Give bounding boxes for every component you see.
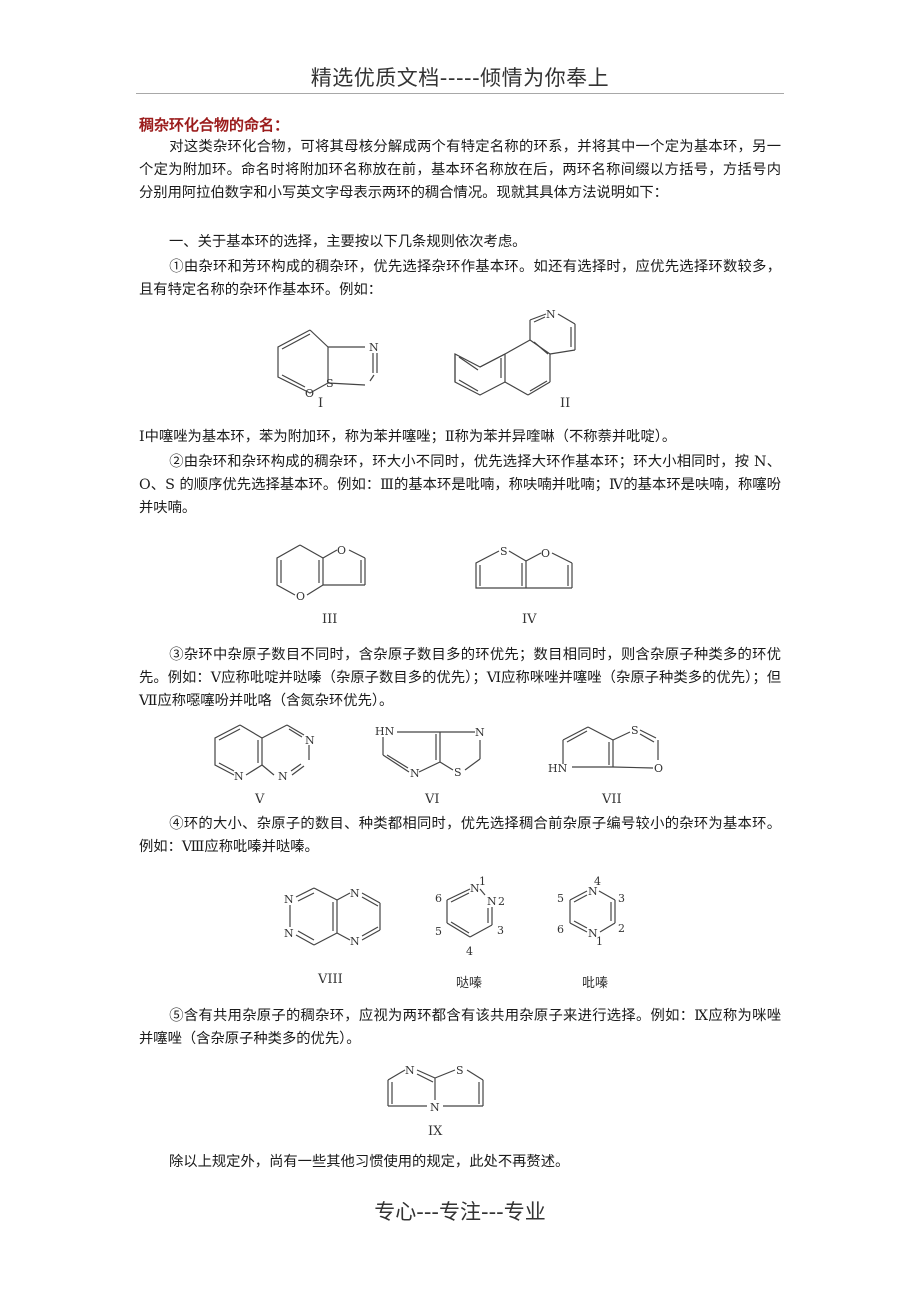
atom-N: N [305, 734, 315, 747]
paragraph-rule4: ④环的大小、杂原子的数目、种类都相同时，优先选择稠合前杂原子编号较小的杂环为基本… [139, 813, 781, 859]
svg-text:1: 1 [479, 875, 486, 888]
paragraph-closing: 除以上规定外，尚有一些其他习惯使用的规定，此处不再赘述。 [139, 1151, 781, 1174]
rule3-text: ③杂环中杂原子数目不同时，含杂原子数目多的环优先；数目相同时，则含杂原子种类多的… [139, 647, 781, 710]
paragraph-rule1: ①由杂环和芳环构成的稠杂环，优先选择杂环作基本环。如还有选择时，应优先选择环数较… [139, 256, 781, 302]
structure-VII-label: VII [602, 792, 622, 807]
page-header: 精选优质文档-----倾情为你奉上 [310, 66, 610, 90]
rule4-text: ④环的大小、杂原子的数目、种类都相同时，优先选择稠合前杂原子编号较小的杂环为基本… [139, 816, 781, 856]
atom-N: N [369, 341, 379, 354]
structure-III-label: III [322, 612, 338, 627]
atom-N: N [410, 767, 420, 780]
structure-V-diagram: N N N [214, 724, 315, 783]
atom-O: O [296, 590, 305, 603]
atom-N: N [278, 770, 288, 783]
structure-VI-label: VI [425, 792, 440, 807]
atom-N: N [430, 1101, 440, 1114]
structure-VIII-label: VIII [318, 972, 343, 987]
pyridazine-label: 哒嗪 [456, 976, 483, 991]
svg-text:5: 5 [435, 925, 442, 938]
structure-IV-diagram: S O [475, 545, 573, 589]
atom-HN: HN [375, 725, 395, 738]
svg-text:5: 5 [557, 892, 564, 905]
atom-N2: N [487, 895, 497, 908]
structure-VIII-diagram: N N N N [284, 887, 381, 948]
pyrazine-label: 吡嗪 [582, 976, 609, 991]
page-footer: 专心---专注---专业 [374, 1200, 546, 1224]
rule5-text: ⑤含有共用杂原子的稠杂环，应视为两环都含有该共用杂原子来进行选择。例如：Ⅸ应称为… [139, 1008, 781, 1048]
structure-II-label: II [560, 396, 571, 411]
paragraph-intro: 对这类杂环化合物，可将其母核分解成两个有特定名称的环系，并将其中一个定为基本环，… [139, 136, 781, 206]
svg-text:3: 3 [618, 892, 625, 905]
atom-O: O [654, 762, 663, 775]
atom-S: S [631, 724, 639, 737]
atom-N: N [350, 887, 360, 900]
svg-text:2: 2 [498, 895, 505, 908]
atom-S: S [454, 766, 462, 779]
pyrazine-diagram: N N 4 3 2 1 6 5 [557, 875, 625, 948]
header-divider [136, 93, 784, 94]
atom-N: N [405, 1064, 415, 1077]
svg-text:2: 2 [618, 922, 625, 935]
atom-S: S [326, 377, 334, 390]
structure-II-diagram: N [454, 308, 576, 396]
atom-S: S [500, 545, 508, 558]
atom-S: S [456, 1064, 464, 1077]
atom-N: N [284, 893, 294, 906]
paragraph-rule3: ③杂环中杂原子数目不同时，含杂原子数目多的环优先；数目相同时，则含杂原子种类多的… [139, 644, 781, 714]
atom-O: O [541, 547, 550, 560]
svg-text:4: 4 [594, 875, 601, 888]
paragraph-rule1-note: Ⅰ中噻唑为基本环，苯为附加环，称为苯并噻唑；Ⅱ称为苯并异喹啉（不称萘并吡啶）。 [139, 426, 781, 449]
svg-text:4: 4 [466, 945, 473, 958]
structure-IX-diagram: N S N [387, 1064, 484, 1114]
svg-text:6: 6 [435, 892, 442, 905]
atom-N1: N [470, 882, 480, 895]
rule2-text: ②由杂环和杂环构成的稠杂环，环大小不同时，优先选择大环作基本环；环大小相同时，按… [139, 454, 781, 517]
structure-IX-label: IX [428, 1124, 443, 1139]
rule-heading-text: 一、关于基本环的选择，主要按以下几条规则依次考虑。 [169, 234, 527, 250]
atom-N: N [546, 308, 556, 321]
rule1-note-text: Ⅰ中噻唑为基本环，苯为附加环，称为苯并噻唑；Ⅱ称为苯并异喹啉（不称萘并吡啶）。 [139, 429, 677, 445]
pyridazine-diagram: N N 1 2 3 4 5 6 [435, 875, 505, 958]
atom-N4: N [588, 885, 598, 898]
svg-text:1: 1 [596, 935, 603, 948]
atom-HN: HN [548, 762, 568, 775]
structure-I-diagram: N O S [277, 329, 379, 400]
atom-N: N [234, 770, 244, 783]
paragraph-rule-heading: 一、关于基本环的选择，主要按以下几条规则依次考虑。 [139, 231, 781, 254]
atom-N: N [475, 726, 485, 739]
closing-text: 除以上规定外，尚有一些其他习惯使用的规定，此处不再赘述。 [169, 1154, 570, 1170]
atom-O: O [305, 387, 314, 400]
atom-N: N [350, 935, 360, 948]
section-title: 稠杂环化合物的命名： [139, 116, 290, 134]
atom-O: O [337, 544, 346, 557]
structure-III-diagram: O O [276, 544, 366, 603]
rule1-text: ①由杂环和芳环构成的稠杂环，优先选择杂环作基本环。如还有选择时，应优先选择环数较… [139, 259, 781, 299]
structure-I-label: I [318, 396, 324, 411]
structure-VII-diagram: S HN O [548, 724, 663, 775]
structure-IV-label: IV [522, 612, 537, 627]
structure-VI-diagram: HN N N S [375, 725, 485, 780]
atom-N1: N [588, 927, 598, 940]
paragraph-rule5: ⑤含有共用杂原子的稠杂环，应视为两环都含有该共用杂原子来进行选择。例如：Ⅸ应称为… [139, 1005, 781, 1051]
structure-V-label: V [255, 792, 265, 807]
svg-text:3: 3 [497, 924, 504, 937]
paragraph-intro-text: 对这类杂环化合物，可将其母核分解成两个有特定名称的环系，并将其中一个定为基本环，… [139, 139, 781, 202]
atom-N: N [284, 927, 294, 940]
svg-text:6: 6 [557, 923, 564, 936]
paragraph-rule2: ②由杂环和杂环构成的稠杂环，环大小不同时，优先选择大环作基本环；环大小相同时，按… [139, 451, 781, 521]
